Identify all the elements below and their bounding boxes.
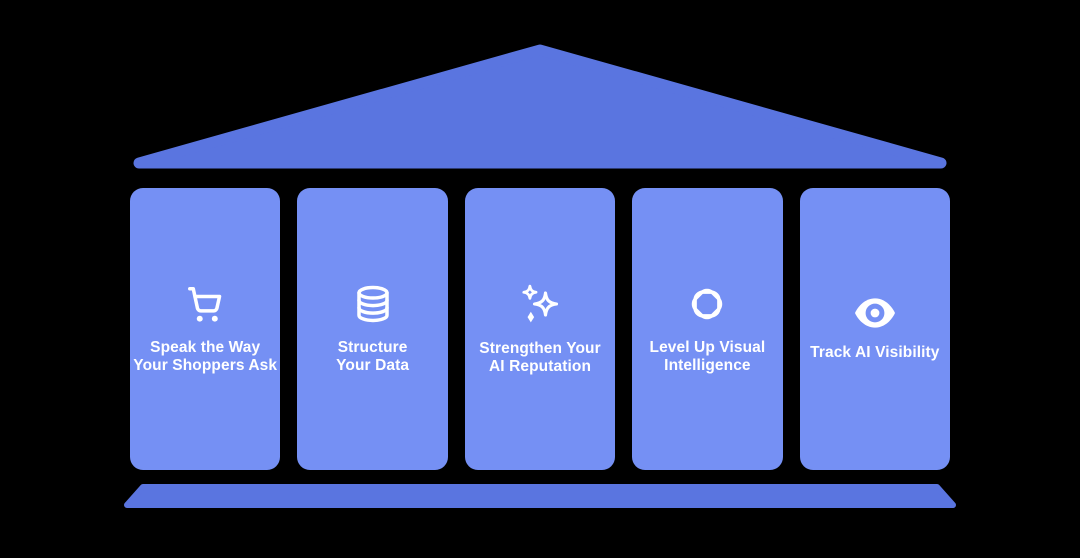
pillar-structure-your-data: Structure Your Data	[297, 188, 448, 470]
pillar-label: Structure Your Data	[336, 339, 409, 375]
pillar-row: Speak the Way Your Shoppers Ask Structur…	[130, 188, 951, 470]
pillar-label: Track AI Visibility	[810, 344, 939, 362]
pillar-label-line: Your Shoppers Ask	[133, 357, 278, 374]
sparkles-icon	[518, 282, 562, 326]
pillar-label-line: Speak the Way	[150, 339, 261, 356]
pillar-track-ai-visibility: Track AI Visibility	[799, 188, 951, 470]
pillar-label-line: Intelligence	[664, 357, 751, 374]
pillar-label-line: AI Reputation	[488, 358, 592, 375]
pillar-visual-intelligence: Level Up Visual Intelligence	[632, 188, 783, 470]
pillar-label: Strengthen Your AI Reputation	[479, 340, 601, 376]
pillar-label-line: Your Data	[336, 357, 410, 374]
flower-knot-icon	[686, 283, 728, 325]
pillar-label: Level Up Visual Intelligence	[650, 339, 766, 375]
pillar-label: Speak the Way Your Shoppers Ask	[133, 339, 277, 375]
database-icon	[352, 283, 394, 325]
pillar-label-line: Structure	[337, 339, 408, 356]
base-slab	[124, 484, 956, 508]
pillar-label-line: Strengthen Your	[479, 340, 601, 357]
pillar-label-line: Track AI Visibility	[810, 344, 940, 361]
eye-icon	[851, 296, 899, 330]
roof-pediment	[133, 44, 947, 169]
shopping-cart-icon	[184, 283, 226, 325]
pillar-label-line: Level Up Visual	[649, 339, 766, 356]
pillar-strengthen-ai-reputation: Strengthen Your AI Reputation	[464, 188, 616, 470]
pillar-speak-the-way: Speak the Way Your Shoppers Ask	[130, 188, 281, 470]
